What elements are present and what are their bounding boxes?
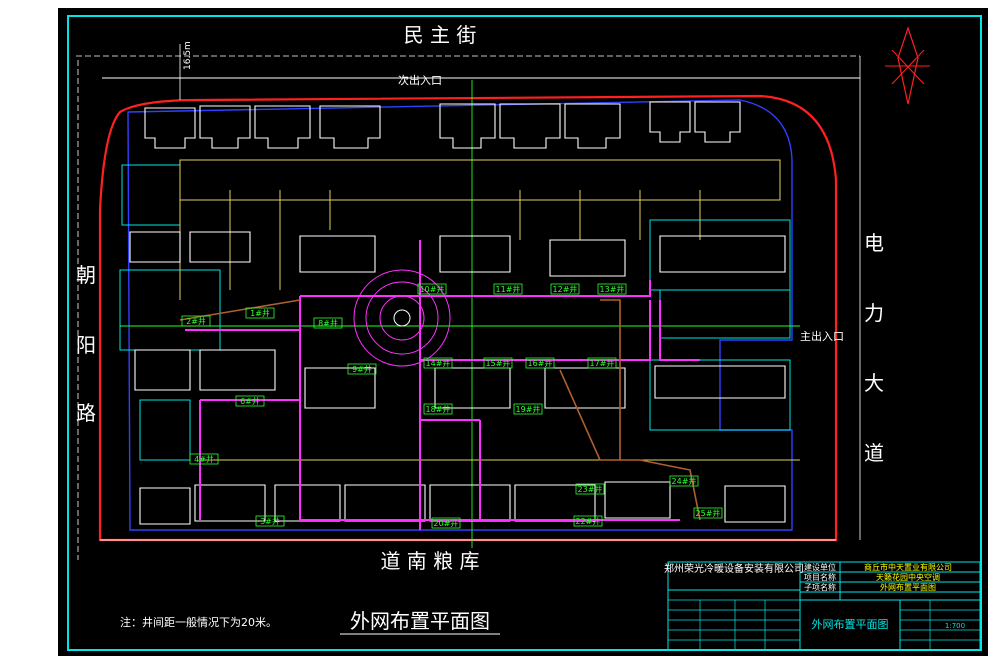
- manhole-label: 10#井: [420, 284, 445, 294]
- client-name: 商丘市中天置业有限公司: [864, 562, 952, 572]
- drawing-frame: [67, 15, 982, 651]
- manhole-box: [181, 315, 211, 327]
- dimension-label: 16.5m: [183, 41, 193, 70]
- manhole-box: [245, 307, 275, 319]
- manhole-label: 23#井: [578, 484, 603, 494]
- manhole-label: 2#井: [186, 316, 206, 326]
- project-label: 项目名称: [804, 572, 836, 582]
- manhole-label: 6#井: [240, 396, 260, 406]
- central-plaza: [353, 269, 451, 367]
- manhole-box: [513, 403, 543, 415]
- manhole-label: 1#井: [250, 308, 270, 318]
- manhole-label: 12#井: [553, 284, 578, 294]
- drawing-scale: 1:700: [945, 622, 965, 630]
- manhole-label: 16#井: [528, 358, 553, 368]
- manhole-box: [525, 357, 555, 369]
- manhole-box: [347, 363, 377, 375]
- manhole-box: [189, 453, 219, 465]
- street-name-east-3: 大: [864, 371, 884, 395]
- manhole-box: [423, 403, 453, 415]
- title-block-drawing-name: 外网布置平面图: [812, 618, 889, 631]
- manhole-label: 18#井: [426, 404, 451, 414]
- site-boundary: [98, 94, 838, 542]
- manhole-label: 4#井: [194, 454, 214, 464]
- sub-project-label: 子项名称: [804, 582, 836, 592]
- note-text: 注：井间距一般情况下为20米。: [120, 615, 277, 629]
- manhole-label: 25#井: [696, 508, 721, 518]
- manhole-box: [493, 283, 523, 295]
- manhole-box: [573, 515, 603, 527]
- street-name-east-1: 电: [864, 231, 884, 255]
- brown-pipes: [179, 299, 701, 521]
- drawing-title: 外网布置平面图: [350, 609, 490, 633]
- designer-company: 郑州荣光冷暖设备安装有限公司: [664, 562, 804, 575]
- title-block: 郑州荣光冷暖设备安装有限公司 建设单位 商丘市中天置业有限公司 项目名称 天籁花…: [664, 561, 981, 651]
- manhole-box: [255, 515, 285, 527]
- manhole-box: [483, 357, 513, 369]
- manhole-box: [669, 475, 699, 487]
- street-name-east-2: 力: [864, 301, 884, 325]
- street-name-east-4: 道: [864, 441, 884, 465]
- manhole-label: 17#井: [590, 358, 615, 368]
- street-name-west-3: 路: [76, 401, 96, 425]
- manhole-label: 15#井: [486, 358, 511, 368]
- secondary-entrance-label: 次出入口: [398, 73, 442, 87]
- manhole-box: [693, 507, 723, 519]
- manhole-box: [597, 283, 627, 295]
- project-name: 天籁花园中央空调: [876, 572, 940, 582]
- pipe-network: [185, 240, 700, 530]
- manhole-label: 8#井: [318, 318, 338, 328]
- manhole-label: 11#井: [496, 284, 521, 294]
- internal-roads: [179, 159, 800, 520]
- manhole-label: 3#井: [260, 516, 280, 526]
- street-name-north: 民 主 街: [404, 23, 477, 47]
- north-arrow-icon: [885, 26, 930, 105]
- sub-project-name: 外网布置平面图: [880, 582, 936, 592]
- zone-outlines: [119, 164, 791, 461]
- client-label: 建设单位: [804, 562, 836, 572]
- manhole-box: [235, 395, 265, 407]
- manhole-label: 19#井: [516, 404, 541, 414]
- manhole-labels: 10#井 11#井 12#井 13#井 14#井 15#井 16#井 17#井 18#井 19#井…: [181, 283, 723, 529]
- manhole-box: [431, 517, 461, 529]
- manhole-label: 14#井: [426, 358, 451, 368]
- drawing-sheet: [58, 8, 988, 656]
- manhole-label: 24#井: [672, 476, 697, 486]
- manhole-box: [575, 483, 605, 495]
- main-entrance-label: 主出入口: [800, 329, 844, 343]
- street-name-west-1: 朝: [76, 263, 96, 287]
- manhole-box: [587, 357, 617, 369]
- manhole-label: 9#井: [352, 364, 372, 374]
- manhole-box: [417, 283, 447, 295]
- manhole-box: [550, 283, 580, 295]
- manhole-label: 20#井: [434, 518, 459, 528]
- street-name-south: 道 南 粮 库: [380, 549, 479, 573]
- manhole-box: [313, 317, 343, 329]
- manhole-label: 13#井: [600, 284, 625, 294]
- street-name-west-2: 阳: [76, 333, 96, 357]
- manhole-label: 22#井: [576, 516, 601, 526]
- manhole-box: [423, 357, 453, 369]
